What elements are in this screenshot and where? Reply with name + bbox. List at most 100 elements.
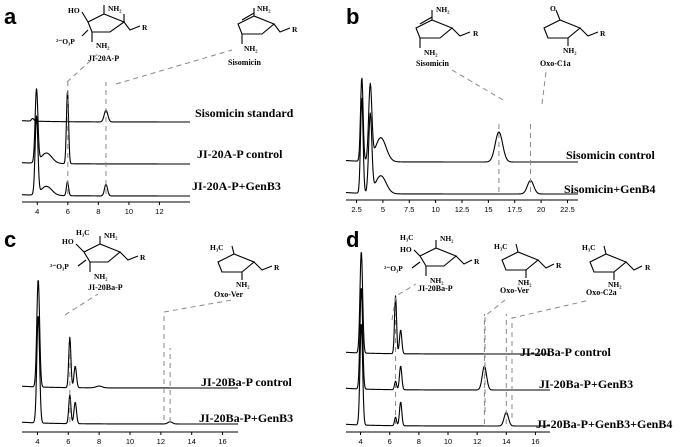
struct-text-nh2-n: NH₂: [608, 280, 622, 289]
x-tick-label-a-3: 10: [125, 207, 133, 216]
structure-sisomicin-a: NH₂ NH₂ R Sisomicin: [228, 4, 298, 67]
x-tick-label-b-7: 20: [537, 205, 545, 214]
structure-sisomicin-b: NH₂ NH₂ R Sisomicin: [415, 5, 479, 68]
structure-ji20ba-p-c: HO H₃C NH₂ ²⁻O₃P NH₂ R JI-20Ba-P: [50, 228, 146, 292]
x-tick-label-d-0: 4: [358, 437, 362, 446]
traces-d: [345, 252, 551, 427]
arrow-b-2: [541, 71, 547, 105]
struct-text-r-i: R: [645, 263, 651, 272]
trace-label-a-3: JI-20A-P+GenB3: [192, 179, 281, 193]
x-tick-label-d-4: 12: [473, 437, 481, 446]
arrow-a-1: [66, 51, 101, 83]
x-tick-label-b-1: 5: [381, 205, 385, 214]
struct-text-nh2-l: NH₂: [430, 276, 444, 285]
struct-text-nh2-k: NH₂: [440, 234, 454, 243]
structure-name-oxo-ver-d: Oxo-Ver: [500, 286, 529, 295]
x-tick-label-a-0: 4: [35, 207, 39, 216]
guides-d: [395, 314, 507, 424]
struct-text-h3c-e: H₃C: [400, 233, 414, 242]
x-tick-label-c-5: 14: [188, 437, 196, 446]
panel-letter-a: a: [4, 4, 17, 29]
x-tick-label-b-4: 12.5: [455, 205, 470, 214]
struct-text-nh2-j: NH₂: [236, 280, 250, 289]
structure-oxo-ver-c: H₃C NH₂ R Oxo-Ver: [210, 243, 280, 299]
x-tick-label-b-8: 22.5: [560, 205, 575, 214]
arrow-c-1: [64, 293, 99, 316]
structure-name-oxo-c1a: Oxo-C1a: [540, 59, 571, 68]
x-tick-label-c-4: 12: [157, 437, 165, 446]
x-tick-label-c-2: 8: [97, 437, 101, 446]
struct-text-r-d: R: [600, 29, 606, 38]
x-tick-label-b-3: 10: [431, 205, 439, 214]
trace-d-2: [345, 288, 551, 391]
trace-label-b-1: Sisomicin control: [566, 148, 655, 162]
structure-ji20a-p: HO NH₂ ²⁻O₃P NH₂ R JI-20A-P: [56, 4, 148, 63]
structure-name-sisomicin-a: Sisomicin: [228, 58, 261, 67]
struct-text-h3c-g: H₃C: [582, 243, 596, 252]
struct-text-r-e: R: [140, 253, 146, 262]
structure-oxo-ver-d: H₃C NH₂ R Oxo-Ver: [494, 242, 562, 295]
structure-name-oxo-c2a: Oxo-C2a: [586, 288, 617, 297]
trace-label-b-2: Sisomicin+GenB4: [564, 182, 656, 196]
struct-text-r-g: R: [474, 257, 480, 266]
x-tick-label-b-6: 17.5: [507, 205, 522, 214]
struct-text-r-c: R: [473, 29, 479, 38]
struct-text-nh2-m: NH₂: [518, 278, 532, 287]
structure-oxo-c2a: H₃C NH₂ R Oxo-C2a: [582, 243, 651, 297]
x-tick-label-c-6: 16: [218, 437, 226, 446]
traces-c: [21, 280, 239, 425]
struct-text-po3-d: ²⁻O₃P: [384, 264, 403, 273]
guides-b: [498, 122, 532, 192]
struct-text-po3-c: ²⁻O₃P: [50, 262, 69, 271]
guides-a: [67, 82, 107, 194]
struct-text-nh2-h: NH₂: [104, 231, 118, 240]
trace-label-c-1: JI-20Ba-P control: [201, 375, 292, 389]
trace-label-a-1: Sisomicin standard: [195, 106, 294, 120]
struct-text-ho-d: HO: [400, 245, 412, 254]
structure-name-ji20ba-p-c: JI-20Ba-P: [88, 283, 123, 292]
x-tick-label-b-5: 15: [484, 205, 492, 214]
panel-letter-c: c: [4, 227, 16, 252]
trace-label-d-3: JI-20Ba-P+GenB3+GenB4: [536, 417, 672, 431]
struct-text-r-f: R: [274, 263, 280, 272]
trace-c-1: [21, 280, 239, 389]
struct-text-nh2: NH₂: [108, 4, 122, 13]
trace-c-2: [21, 316, 239, 425]
trace-label-a-2: JI-20A-P control: [197, 147, 283, 161]
x-tick-label-d-2: 8: [417, 437, 421, 446]
struct-text-h3c-c: H₃C: [76, 228, 90, 237]
arrow-a-2: [115, 49, 233, 85]
struct-text-nh2-i: NH₂: [94, 272, 108, 281]
struct-text-nh2-e: NH₂: [436, 5, 450, 14]
structure-oxo-c1a: O NH₂ R Oxo-C1a: [540, 4, 606, 68]
struct-text-ho: HO: [68, 6, 80, 15]
struct-text-nh2-f: NH₂: [424, 48, 438, 57]
x-tick-label-d-1: 6: [388, 437, 392, 446]
traces-a: [21, 88, 191, 197]
x-tick-label-d-6: 16: [531, 437, 539, 446]
arrow-d-3: [511, 299, 591, 418]
trace-label-d-2: JI-20Ba-P+GenB3: [539, 377, 633, 391]
structure-name-sisomicin-b: Sisomicin: [416, 59, 449, 68]
traces-b: [345, 77, 578, 195]
struct-text-nh2-c: NH₂: [257, 4, 271, 13]
x-tick-label-a-4: 12: [155, 207, 163, 216]
arrow-b-1: [451, 69, 504, 101]
trace-b-2: [345, 97, 578, 195]
x-tick-label-c-0: 4: [35, 437, 39, 446]
trace-d-1: [345, 252, 551, 355]
trace-d-3: [345, 324, 551, 427]
x-tick-label-a-2: 8: [96, 207, 100, 216]
struct-text-r-h: R: [556, 261, 562, 270]
struct-text-r: R: [142, 23, 148, 32]
struct-text-h3c-d: H₃C: [210, 243, 224, 252]
x-tick-label-d-5: 14: [502, 437, 510, 446]
struct-text-po3: ²⁻O₃P: [56, 37, 75, 46]
x-tick-label-c-1: 6: [66, 437, 70, 446]
